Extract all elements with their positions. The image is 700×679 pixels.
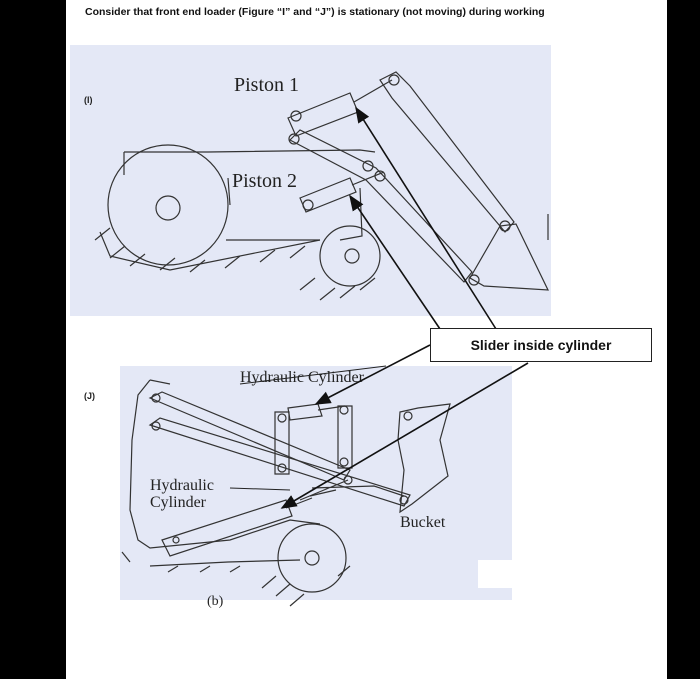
arrow-to-left-cylinder: [280, 362, 529, 509]
boom-upper-arm: [379, 71, 515, 233]
rear-wheel-hub: [155, 195, 181, 221]
arrow-to-piston-2: [349, 194, 441, 330]
figure-j-bucket: [397, 403, 451, 514]
rear-wheel: [107, 144, 229, 266]
figure-i-drawing: [94, 71, 549, 301]
front-wheel-hub: [344, 248, 360, 264]
arrow-to-piston-1: [355, 106, 497, 330]
figure-j-drawing: [121, 379, 451, 607]
hydraulic-cylinder-left-label-line2: Cylinder: [150, 494, 207, 511]
piston-2-rod: [351, 171, 385, 186]
figure-i-bucket: [469, 223, 549, 291]
figure-j-frame: [129, 379, 321, 549]
piston-2-cylinder: [299, 177, 357, 213]
figure-j-ground: [121, 551, 351, 607]
piston-1-rod: [353, 79, 393, 103]
figure-j-vertical-link-2: [337, 405, 353, 469]
figure-j-blank-patch: [478, 560, 512, 588]
front-wheel: [319, 225, 381, 287]
figure-j-wheel: [277, 523, 347, 593]
piston-2-label: Piston 2: [232, 170, 297, 192]
figure-i-ground: [94, 227, 376, 301]
boom-lower-arm: [288, 129, 473, 283]
tractor-body: [123, 149, 376, 241]
slider-callout-box: Slider inside cylinder: [430, 328, 652, 362]
figure-j-lower-arm: [148, 417, 411, 507]
bucket-label: Bucket: [400, 514, 446, 531]
figure-j-wheel-hub: [304, 550, 320, 566]
figure-j-label: (J): [84, 391, 95, 401]
hydraulic-cylinder-left-label-line1: Hydraulic: [150, 477, 214, 494]
figure-j-caption: (b): [207, 594, 224, 609]
question-header: Consider that front end loader (Figure “…: [85, 6, 545, 18]
hydraulic-cylinder-top-label: Hydraulic Cylinder: [240, 369, 365, 386]
figure-i-label: (I): [84, 95, 93, 105]
callout-arrows: [280, 106, 529, 509]
piston-1-label: Piston 1: [234, 74, 299, 96]
arrow-to-top-cylinder: [314, 344, 431, 405]
figure-j-vertical-link-1: [274, 411, 290, 475]
piston-1-cylinder: [287, 92, 359, 137]
figure-j-top-cylinder: [287, 403, 346, 421]
